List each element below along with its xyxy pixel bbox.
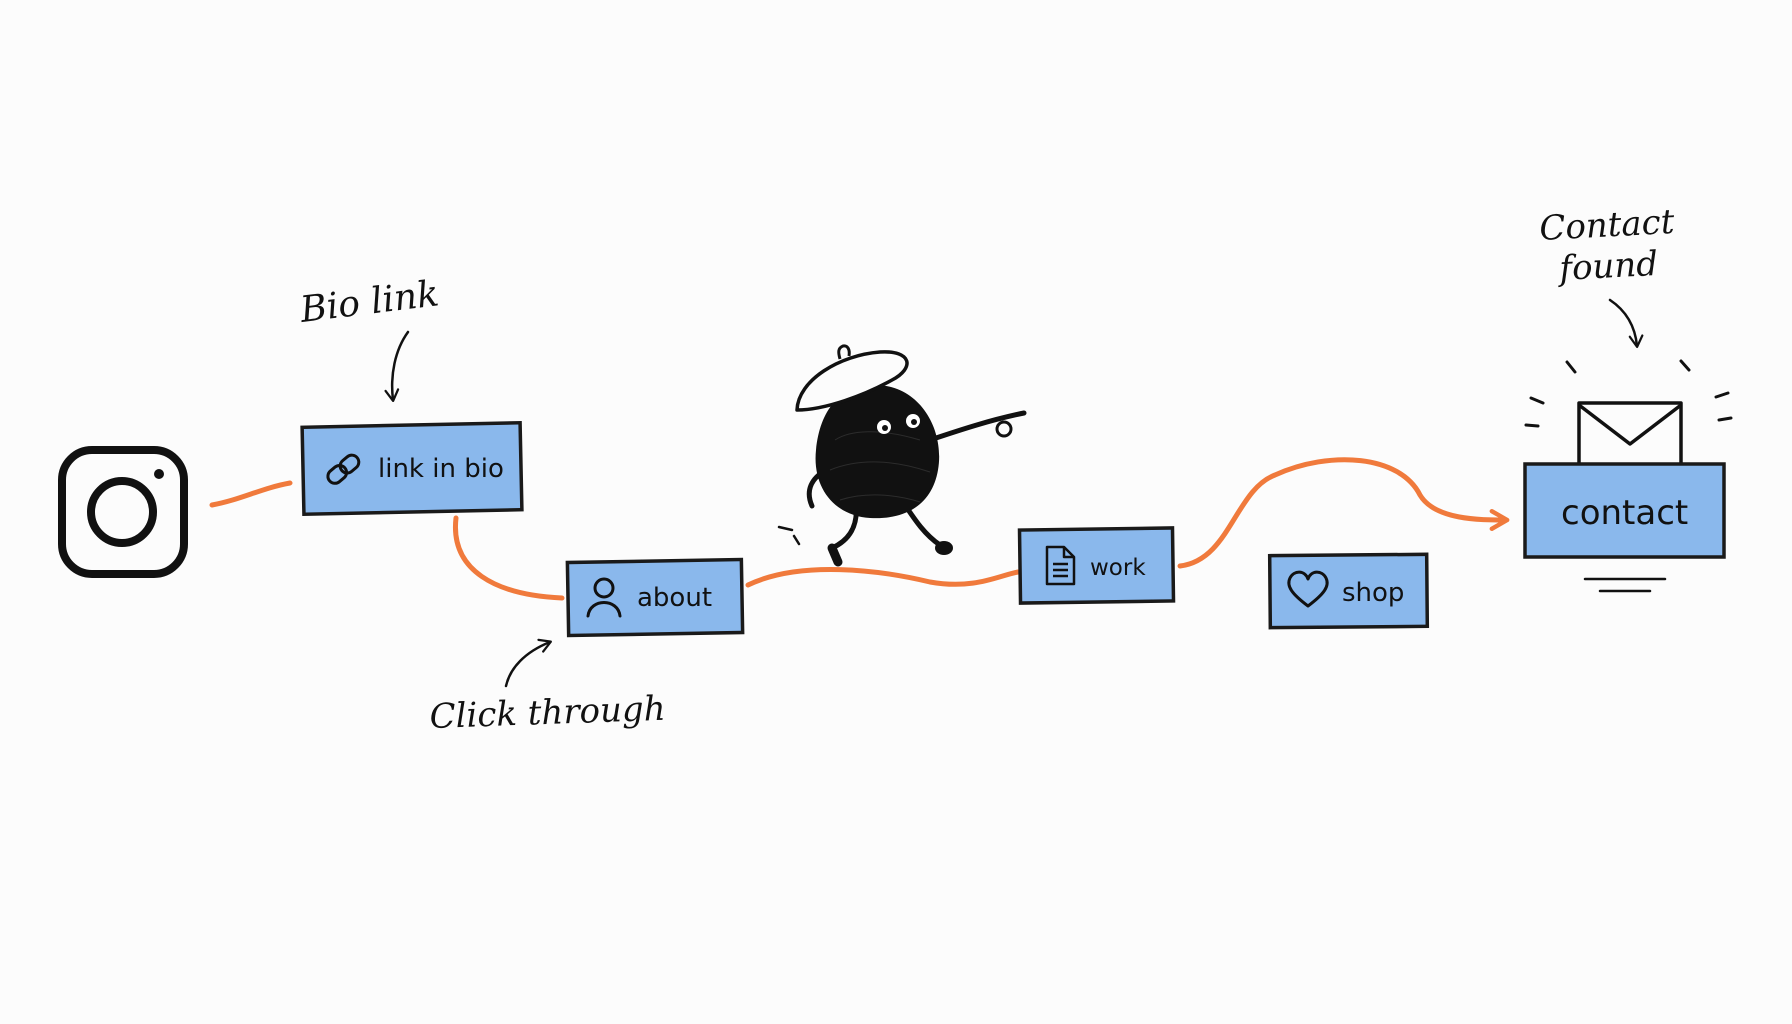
click-through-arrow bbox=[504, 638, 552, 688]
contact-found-arrow bbox=[1608, 298, 1644, 349]
envelope-icon bbox=[1577, 401, 1683, 469]
document-icon bbox=[1045, 545, 1076, 586]
contact-node[interactable]: contact bbox=[1523, 359, 1733, 593]
contact-found-line2: found bbox=[1555, 244, 1659, 289]
sparkle-lines bbox=[1524, 359, 1733, 428]
contact-found-annotation: Contact found bbox=[1538, 202, 1676, 349]
link-in-bio-node[interactable]: link in bio bbox=[300, 420, 524, 517]
bio-link-text: Bio link bbox=[297, 273, 441, 331]
link-in-bio-label: link in bio bbox=[378, 454, 504, 484]
journey-path bbox=[209, 457, 1510, 601]
contact-found-line1: Contact bbox=[1538, 202, 1675, 249]
heart-icon bbox=[1287, 570, 1329, 608]
shop-label: shop bbox=[1342, 578, 1404, 608]
work-label: work bbox=[1090, 555, 1146, 581]
about-node[interactable]: about bbox=[565, 557, 745, 638]
about-label: about bbox=[637, 583, 712, 613]
beret-character-icon bbox=[777, 344, 1027, 567]
bio-link-annotation: Bio link bbox=[297, 273, 441, 403]
contact-label: contact bbox=[1561, 493, 1688, 533]
work-node[interactable]: work bbox=[1017, 526, 1176, 605]
click-through-annotation: Click through bbox=[429, 638, 666, 737]
path-work-to-contact bbox=[1177, 457, 1510, 569]
base-lines bbox=[1583, 577, 1667, 593]
bio-link-arrow bbox=[384, 330, 410, 403]
user-icon bbox=[586, 577, 622, 618]
shop-node[interactable]: shop bbox=[1267, 552, 1430, 630]
path-link-to-about bbox=[452, 515, 565, 601]
path-about-to-work bbox=[745, 567, 1021, 588]
click-through-text: Click through bbox=[429, 689, 666, 737]
instagram-icon bbox=[58, 446, 188, 578]
path-instagram-to-link bbox=[209, 480, 293, 508]
link-icon bbox=[326, 453, 361, 485]
